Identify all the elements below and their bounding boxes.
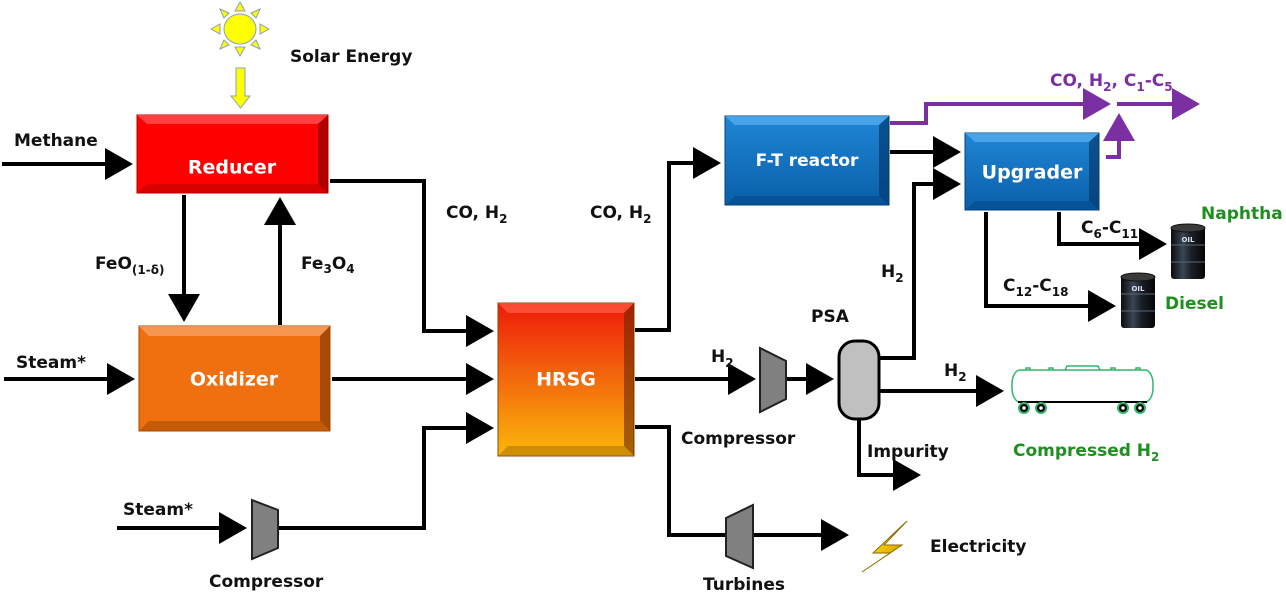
upgrader-label: Upgrader [982,162,1083,184]
diesel-stream [984,212,1116,322]
tank-car-icon [1011,365,1154,414]
turbines-label: Turbines [703,575,785,595]
fe3o4-label: Fe3O4 [301,254,355,276]
upgrader-unit[interactable]: Upgrader [964,132,1100,211]
hrsg-unit[interactable]: HRSG [497,302,635,457]
reducer-label: Reducer [188,157,277,179]
solar-energy-label: Solar Energy [290,47,412,67]
electricity-label: Electricity [930,537,1027,557]
turbines-icon[interactable] [725,503,754,570]
ft-reactor-label: F-T reactor [756,151,859,171]
feo-label: FeO(1-δ) [95,254,164,277]
ft-light-gas-stream [890,88,1111,125]
oxidizer-label: Oxidizer [190,369,279,391]
methane-label: Methane [14,131,98,151]
diesel-label: Diesel [1165,294,1224,314]
psa-vessel[interactable] [837,339,881,421]
sun-icon [209,0,271,58]
steam-oxidizer-label: Steam* [16,353,86,373]
steam-compressor-label: Steam* [123,500,193,520]
barrel-oil-text: OIL [1181,236,1195,244]
solar-energy-arrow [229,67,252,109]
hrsg-to-turbines-stream [635,425,726,537]
compressor-to-hrsg-stream [279,412,494,530]
naphtha-label: Naphtha [1201,204,1283,224]
compressed-h2-label: Compressed H2 [1013,441,1159,464]
reducer-unit[interactable]: Reducer [136,114,329,194]
psa-label: PSA [811,307,850,327]
oil-barrel-naphtha-icon: OIL [1170,223,1206,279]
psa-to-storage-label: H2 [944,361,967,384]
impurity-stream [857,420,921,491]
ft-reactor-unit[interactable]: F-T reactor [724,115,890,206]
naphtha-stream [1057,212,1167,260]
compressor-left-icon[interactable] [251,498,279,561]
compressor-left-label: Compressor [209,572,324,592]
hrsg-to-ft-label: CO, H2 [590,203,652,226]
naphtha-cut-label: C6-C11 [1081,218,1138,241]
oil-barrel-diesel-icon: OIL [1120,272,1156,328]
compressor-right-icon[interactable] [759,346,787,414]
reducer-to-hrsg-stream [330,179,494,347]
compressor-right-label: Compressor [681,429,796,449]
psa-to-upgrader-stream [880,168,961,360]
psa-to-upgrader-label: H2 [881,262,904,285]
upgrader-light-gas-stream [1103,113,1135,159]
diesel-cut-label: C12-C18 [1003,276,1068,299]
barrel-oil-text: OIL [1131,285,1145,293]
light-gases-label: CO, H2, C1-C5 [1050,71,1173,94]
lightning-bolt-icon [861,520,908,573]
hrsg-to-compressor-label: H2 [711,347,734,370]
hrsg-label: HRSG [536,369,596,391]
reducer-out-label: CO, H2 [446,203,508,226]
hrsg-to-ft-stream [635,147,721,332]
oxidizer-unit[interactable]: Oxidizer [138,325,331,432]
impurity-label: Impurity [867,442,949,462]
